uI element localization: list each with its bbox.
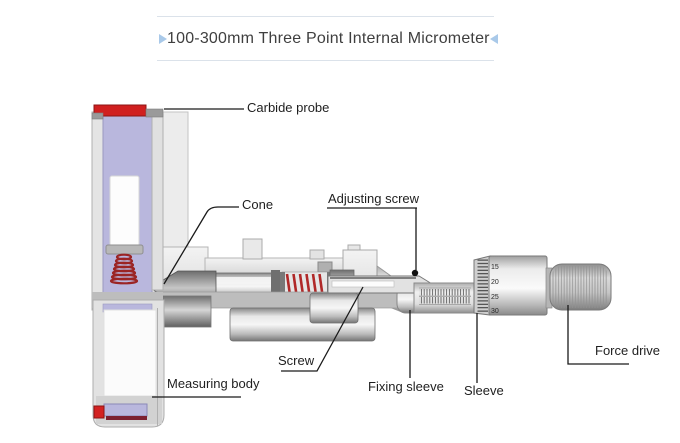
label-sleeve: Sleeve bbox=[464, 383, 504, 398]
force-drive-cap bbox=[545, 263, 612, 311]
probe-window bbox=[109, 175, 140, 247]
sleeve-barrel bbox=[413, 282, 478, 314]
label-cone: Cone bbox=[242, 197, 274, 212]
label-force-drive: Force drive bbox=[595, 343, 661, 358]
page-header: 100-300mm Three Point Internal Micromete… bbox=[157, 16, 498, 61]
label-measuring-body: Measuring body bbox=[167, 376, 260, 391]
page-title: 100-300mm Three Point Internal Micromete… bbox=[167, 29, 490, 47]
lower-cylinders bbox=[162, 292, 376, 342]
thimble: 15 20 25 30 bbox=[473, 255, 548, 316]
label-adjusting-screw: Adjusting screw bbox=[328, 191, 420, 206]
title-left-arrow-icon bbox=[159, 33, 167, 44]
label-fixing-sleeve: Fixing sleeve bbox=[368, 379, 444, 394]
probe-unit bbox=[91, 104, 164, 313]
thimble-mark: 30 bbox=[491, 308, 499, 315]
measuring-body-part bbox=[92, 299, 165, 428]
carbide-probe-part bbox=[91, 104, 164, 120]
title-right-arrow-icon bbox=[489, 33, 498, 44]
thimble-mark: 20 bbox=[491, 279, 499, 286]
spring-cap bbox=[105, 244, 144, 255]
leader-lines bbox=[152, 108, 629, 398]
label-carbide-probe: Carbide probe bbox=[247, 100, 330, 115]
thimble-mark: 15 bbox=[491, 264, 499, 271]
thimble-mark: 25 bbox=[491, 294, 499, 301]
adjusting-screw-part bbox=[411, 269, 419, 277]
label-screw: Screw bbox=[278, 353, 315, 368]
probe-spring bbox=[109, 253, 139, 285]
